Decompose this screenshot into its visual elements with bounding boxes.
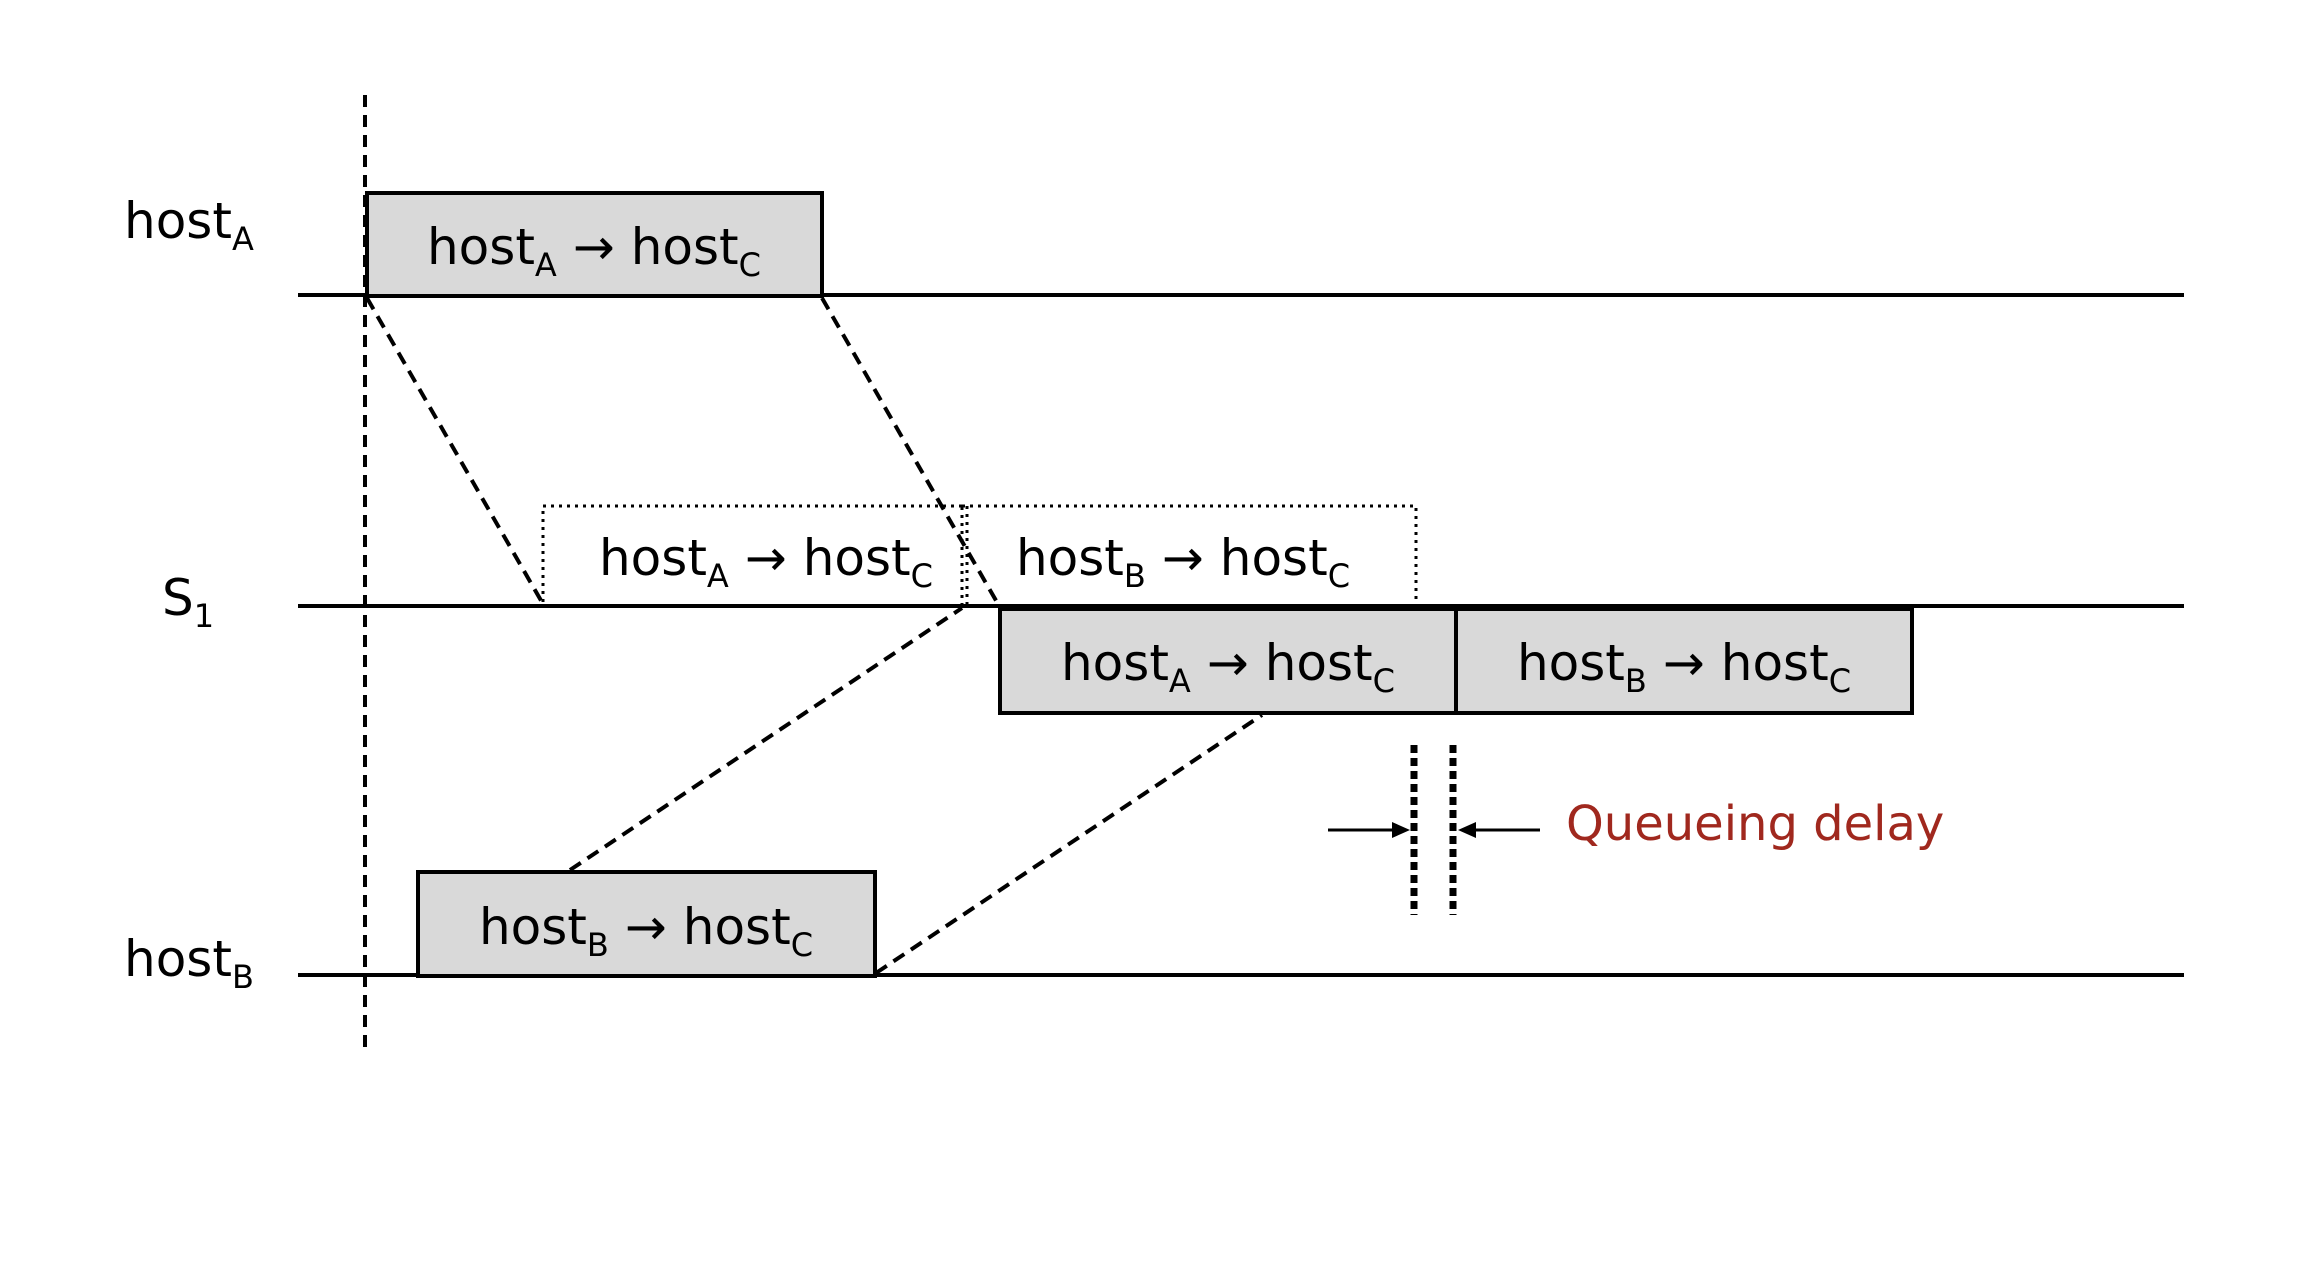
arrival-label-a-to-c: hostA→hostC [599, 529, 933, 595]
packet-host-b-label: hostB→hostC [479, 898, 813, 964]
propagation-a-end [820, 297, 1000, 605]
forward-label-a-to-c: hostA→hostC [1061, 634, 1395, 700]
packet-s1-forward-a [998, 607, 1458, 715]
packet-host-b-send [416, 870, 877, 978]
propagation-lines [365, 297, 1264, 975]
arrowhead-right-icon [1392, 822, 1410, 838]
row-label-s1: S1 [162, 569, 214, 635]
arrival-packet-a-to-c [541, 504, 969, 608]
packet-label: hostA→hostC [427, 218, 761, 284]
arrowhead-left-icon [1458, 822, 1476, 838]
propagation-b-end [874, 713, 1264, 975]
propagation-b-start [568, 606, 964, 872]
propagation-a-start [365, 297, 545, 605]
queueing-delay-marker [1328, 745, 1540, 915]
forward-label-b-to-c: hostB→hostC [1517, 634, 1851, 700]
arrival-packet-b-to-c [960, 504, 1418, 608]
row-label-host-a: hostA [124, 192, 254, 258]
arrival-label-b-to-c: hostB→hostC [1016, 529, 1350, 595]
row-label-host-b: hostB [124, 930, 254, 996]
packet-host-a-send [365, 191, 824, 298]
packet-s1-forward-b [1454, 607, 1914, 715]
queueing-delay-label: Queueing delay [1566, 796, 1944, 852]
